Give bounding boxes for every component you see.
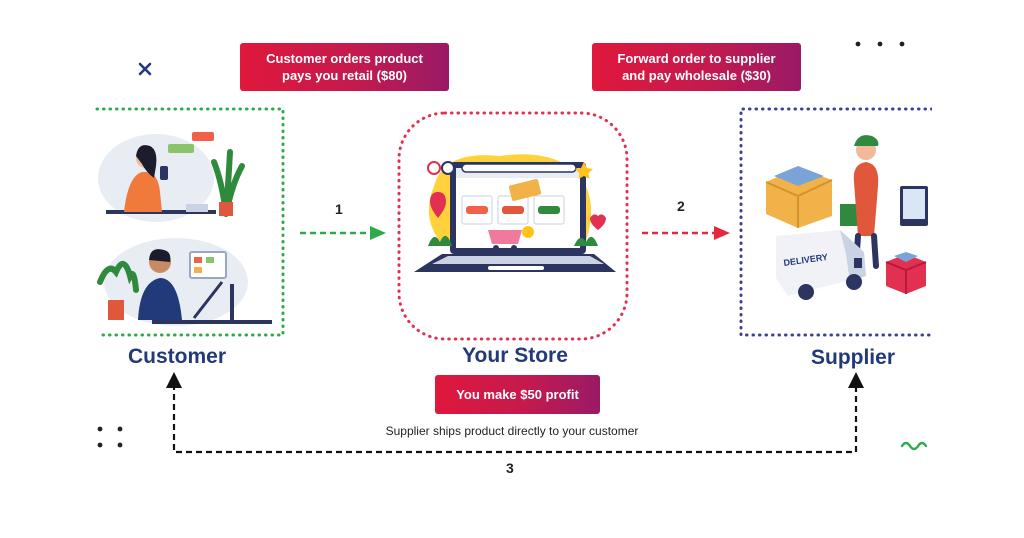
customer-frame <box>94 106 286 338</box>
customer-order-line1: Customer orders product <box>266 51 423 66</box>
forward-order-line2: and pay wholesale ($30) <box>622 68 771 83</box>
step-3-label: 3 <box>506 460 514 476</box>
arrow-store-to-supplier <box>640 224 732 242</box>
forward-order-line1: Forward order to supplier <box>617 51 776 66</box>
store-frame <box>396 110 630 342</box>
customer-title: Customer <box>127 345 227 368</box>
decor-x-icon <box>138 62 152 76</box>
forward-order-box: Forward order to supplier and pay wholes… <box>592 43 801 91</box>
decor-dots-grid-icon <box>94 424 128 450</box>
supplier-frame <box>738 106 932 338</box>
supplier-illustration: DELIVERY <box>754 126 930 318</box>
decor-squiggle-icon <box>900 440 928 454</box>
store-title: Your Store <box>462 344 568 367</box>
arrow-supplier-to-customer <box>164 370 868 460</box>
step-2-label: 2 <box>677 198 685 214</box>
profit-text: You make $50 profit <box>456 387 579 402</box>
customer-illustration <box>94 122 280 332</box>
step-1-label: 1 <box>335 201 343 217</box>
decor-dots-icon <box>852 38 908 50</box>
supplier-title: Supplier <box>810 346 895 369</box>
arrow-customer-to-store <box>298 224 388 242</box>
profit-box: You make $50 profit <box>435 375 600 414</box>
shipping-caption: Supplier ships product directly to your … <box>385 424 639 438</box>
customer-order-box: Customer orders product pays you retail … <box>240 43 449 91</box>
store-illustration <box>404 146 622 296</box>
customer-order-line2: pays you retail ($80) <box>282 68 407 83</box>
